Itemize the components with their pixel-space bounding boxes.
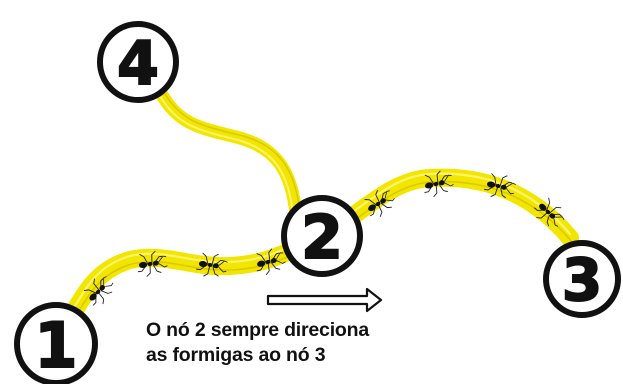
caption: O nó 2 sempre direciona as formigas ao n… <box>146 318 369 368</box>
node-3: 3 <box>543 240 621 318</box>
arrow-right-icon <box>266 287 383 313</box>
node-2-label: 2 <box>301 203 343 273</box>
caption-line-1: O nó 2 sempre direciona <box>146 319 369 341</box>
node-1-label: 1 <box>34 309 77 382</box>
node-2: 2 <box>281 195 363 277</box>
caption-line-2: as formigas ao nó 3 <box>146 344 326 366</box>
node-4-label: 4 <box>117 29 159 99</box>
node-4: 4 <box>97 21 179 103</box>
node-1: 1 <box>14 302 98 384</box>
node-3-label: 3 <box>562 246 602 314</box>
trail-4-to-2 <box>155 88 303 222</box>
